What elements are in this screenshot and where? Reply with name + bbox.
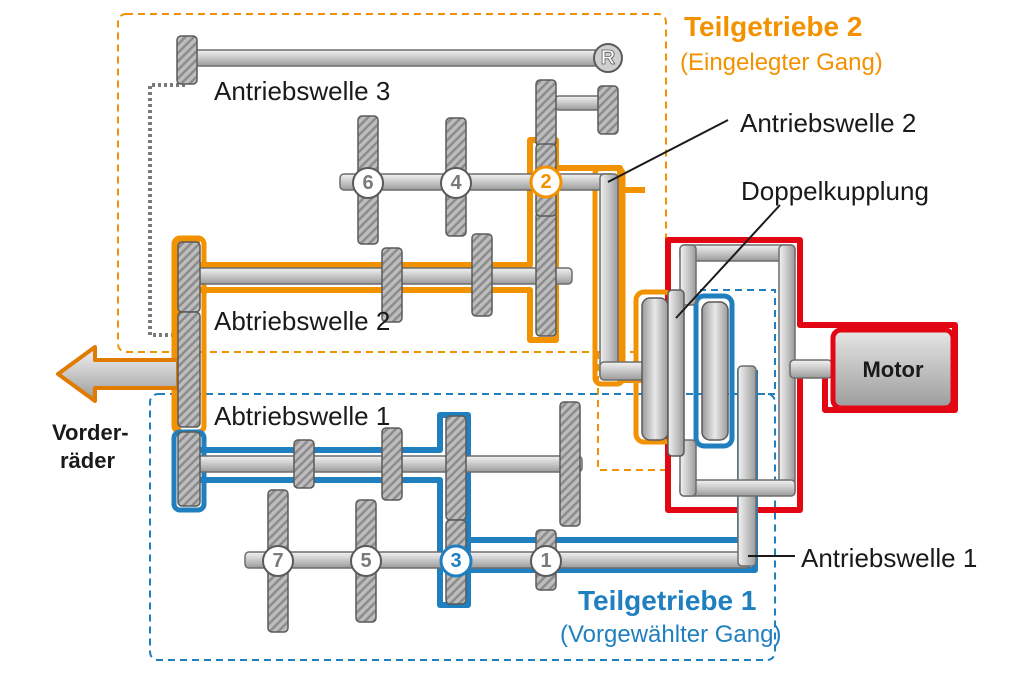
orange-input-shaft-frame [592, 165, 626, 387]
reverse-shaft [187, 49, 611, 67]
vorderraeder-label-line1: Vorder- [52, 420, 129, 445]
antriebswelle1-shaft [244, 551, 751, 569]
gear-r-label: R [601, 47, 616, 69]
gear-7-label: 7 [272, 550, 283, 572]
gear-2-label: 2 [540, 171, 551, 193]
abtrieb2-gear-b [471, 233, 493, 317]
teilgetriebe2-title: Teilgetriebe 2 [684, 11, 862, 42]
abtrieb2-gear-a [381, 247, 403, 323]
motor-shaft [789, 359, 833, 379]
doppelkupplung-label: Doppelkupplung [741, 176, 929, 206]
antriebswelle2-label: Antriebswelle 2 [740, 108, 916, 138]
clutch-outer-shaft-bottom [679, 479, 796, 497]
abtrieb1-gear-c [445, 415, 467, 521]
teilgetriebe1-title: Teilgetriebe 1 [578, 585, 756, 616]
gear-6-label: 6 [362, 172, 373, 194]
gear-1-label: 1 [540, 550, 551, 572]
teilgetriebe2-boundary [117, 13, 667, 353]
clutch-disc-outer [641, 297, 669, 441]
gear-3-label: 3 [450, 550, 461, 572]
antriebswelle3-gear [176, 35, 198, 85]
gear2-wheel-bottom [535, 211, 557, 337]
antriebswelle1-vertical [737, 365, 757, 567]
gear-6-marker: 6 [352, 167, 384, 199]
gear-4-marker: 4 [440, 167, 472, 199]
reverse-gear-upper [597, 85, 619, 135]
doppelkupplung-leader [675, 204, 781, 319]
abtriebswelle2-shaft [189, 267, 573, 285]
clutch-plate [667, 289, 685, 457]
gear-3-marker: 3 [439, 544, 473, 578]
vorderraeder-label-line2: räder [60, 448, 115, 473]
teilgetriebe2-boundary-ext [597, 352, 666, 471]
abtrieb1-gear-a [293, 439, 315, 489]
antriebswelle2-vertical [599, 173, 619, 380]
abtriebswelle1-label: Abtriebswelle 1 [214, 401, 390, 431]
gear-5-marker: 5 [350, 545, 382, 577]
abtrieb1-gear-b [381, 427, 403, 501]
gear-5-label: 5 [360, 550, 371, 572]
teilgetriebe1-boundary [149, 393, 776, 661]
antriebswelle2-leader [607, 119, 729, 183]
gear-r-marker: R [593, 43, 623, 73]
gear-4-label: 4 [450, 172, 462, 194]
output-gear-middle [177, 311, 201, 428]
gear-2-marker: 2 [529, 165, 563, 199]
clutch-disc-inner [701, 301, 729, 441]
output-arrow [56, 345, 180, 403]
abtrieb1-gear-d [559, 401, 581, 527]
gear-1-marker: 1 [530, 545, 562, 577]
motor-label: Motor [862, 357, 924, 382]
abtriebswelle2-label: Abtriebswelle 2 [214, 306, 390, 336]
gear2-wheel-top [535, 79, 557, 147]
antriebswelle3-label: Antriebswelle 3 [214, 76, 390, 106]
teilgetriebe2-subtitle: (Eingelegter Gang) [680, 49, 883, 76]
gear-7-marker: 7 [262, 545, 294, 577]
output-gear-upper [177, 241, 201, 313]
motor-block [830, 327, 956, 411]
clutch-outer-shaft-top [679, 244, 796, 262]
teilgetriebe1-subtitle: (Vorgewählter Gang) [560, 621, 781, 648]
output-gear-lower [177, 431, 201, 507]
blue-clutch-frame [693, 293, 735, 449]
antriebswelle1-label: Antriebswelle 1 [801, 543, 977, 573]
